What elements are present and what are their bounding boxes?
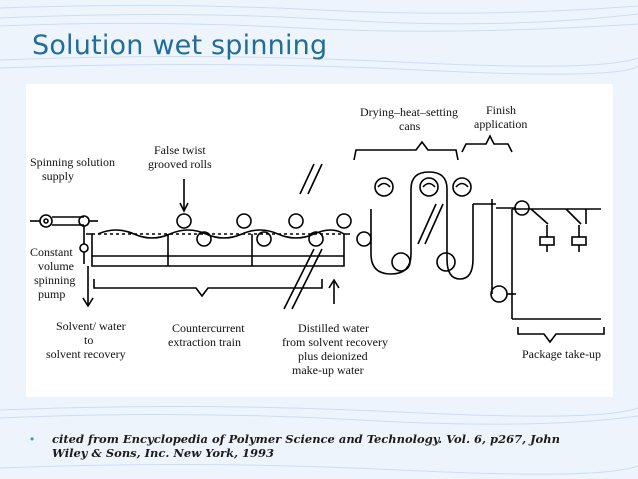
label-plus-deionized: plus deionized (298, 349, 368, 363)
label-to: to (84, 333, 93, 347)
spinning-pump (79, 226, 89, 264)
label-spinning: spinning (34, 273, 75, 287)
extraction-bath (86, 213, 372, 267)
label-solvent-water: Solvent/ water (56, 319, 126, 333)
label-false-twist: False twist (154, 143, 206, 157)
supply-pipe (30, 214, 98, 228)
label-distilled-water: Distilled water (298, 321, 369, 335)
label-pump: pump (38, 287, 65, 301)
label-from-solvent-recovery: from solvent recovery (282, 335, 388, 349)
citation-bullet: • (30, 432, 35, 446)
citation-text: cited from Encyclopedia of Polymer Scien… (52, 432, 560, 460)
label-volume: volume (38, 259, 74, 273)
finish-roll (473, 199, 530, 303)
label-drying: Drying–heat–setting (360, 105, 458, 119)
label-makeup-water: make-up water (292, 363, 364, 377)
label-cans: cans (399, 119, 421, 133)
countercurrent-brace (93, 279, 323, 298)
label-grooved-rolls: grooved rolls (148, 157, 212, 171)
label-solvent-recovery: solvent recovery (46, 347, 126, 361)
diagram-panel: Spinning solution supply False twist gro… (26, 84, 613, 397)
label-countercurrent: Countercurrent (172, 321, 245, 335)
label-package-takeup: Package take-up (522, 347, 601, 361)
label-constant: Constant (30, 245, 73, 259)
label-extraction-train: extraction train (168, 335, 241, 349)
label-finish: Finish (486, 103, 516, 117)
label-spinning-solution: Spinning solution (30, 155, 115, 169)
solvent-outlet (82, 266, 94, 308)
wet-spinning-diagram: Spinning solution supply False twist gro… (30, 103, 605, 377)
drying-cans (353, 134, 513, 280)
label-supply: supply (42, 169, 74, 183)
slide-title: Solution wet spinning (32, 30, 328, 61)
label-application: application (474, 117, 527, 131)
package-takeup (511, 208, 605, 344)
